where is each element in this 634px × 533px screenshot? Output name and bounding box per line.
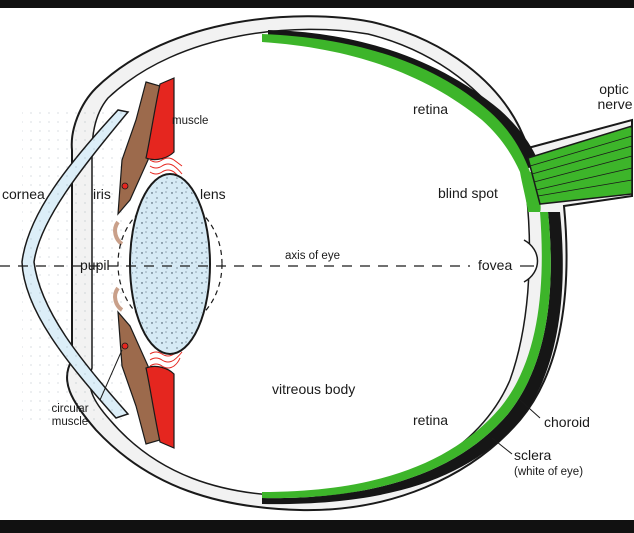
label-choroid: choroid [544, 414, 590, 430]
label-lens: lens [200, 186, 226, 202]
leader-circular-muscle [99, 349, 123, 401]
label-cornea: cornea [2, 186, 45, 202]
lens-texture [132, 176, 208, 352]
ciliary-muscle-top [145, 77, 175, 161]
circular-muscle-dot-top [121, 182, 129, 190]
pupil-edge-bottom [113, 286, 124, 312]
choroid-top [268, 30, 540, 168]
label-circular-muscle-line2: muscle [51, 416, 89, 428]
label-fovea: fovea [478, 257, 513, 273]
label-pupil: pupil [80, 257, 110, 273]
label-sclera: sclera [514, 447, 552, 463]
circular-muscle-dot-bottom [121, 342, 129, 350]
label-circular-muscle-line1: circular [51, 403, 89, 415]
ciliary-muscle-bottom [145, 365, 175, 449]
label-axis: axis of eye [285, 250, 340, 262]
label-muscle: muscle [172, 115, 209, 127]
label-iris: iris [93, 186, 111, 202]
optic-nerve [527, 124, 633, 205]
label-vitreous-body: vitreous body [272, 381, 356, 397]
leader-sclera [491, 437, 513, 455]
label-blind-spot: blind spot [438, 185, 498, 201]
retina-top [262, 34, 530, 172]
fovea [523, 239, 539, 283]
leader-choroid [519, 399, 541, 419]
label-sclera-note: (white of eye) [514, 466, 584, 478]
label-optic-nerve-line1: optic [599, 81, 629, 97]
label-retina-bottom: retina [413, 412, 449, 428]
label-retina-top: retina [413, 101, 449, 117]
pupil-edge-top [113, 220, 124, 246]
iris-bottom [117, 310, 161, 445]
cornea-texture [22, 110, 128, 420]
label-optic-nerve-line2: nerve [597, 96, 633, 112]
